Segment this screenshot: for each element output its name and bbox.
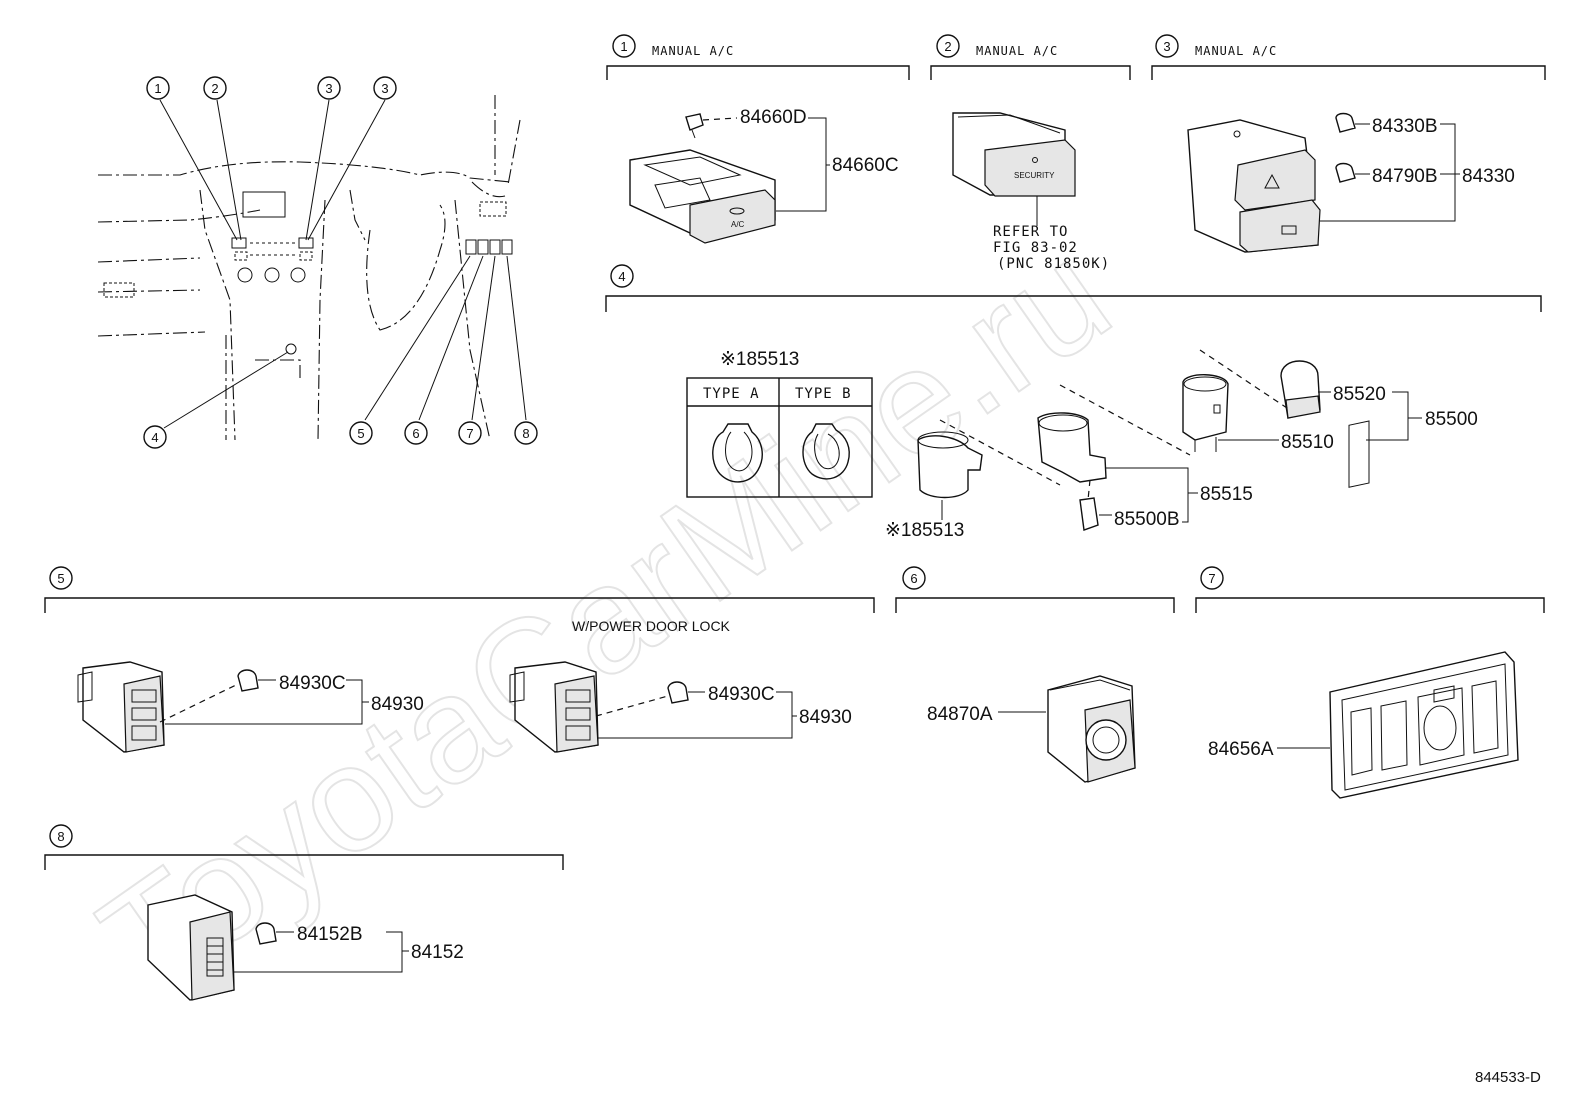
part-84790B: 84790B: [1372, 166, 1438, 187]
part-185513-top: ※185513: [720, 349, 799, 370]
section-4-number: 4: [618, 269, 625, 284]
section-2-title: MANUAL A/C: [976, 44, 1058, 58]
type-b-label: TYPE B: [795, 386, 852, 402]
section-7-number: 7: [1208, 571, 1215, 586]
part-85515: 85515: [1200, 484, 1253, 505]
ref-line-1: REFER TO: [993, 224, 1068, 240]
svg-text:8: 8: [522, 426, 529, 441]
section-1-number: 1: [620, 39, 627, 54]
callout-1: 1: [146, 76, 170, 100]
diagram-code: 844533-D: [1475, 1069, 1541, 1086]
part-84930-right: 84930: [799, 707, 852, 728]
svg-text:SECURITY: SECURITY: [1014, 171, 1055, 180]
part-185513-bottom: ※185513: [885, 520, 964, 541]
callout-3a: 3: [317, 76, 341, 100]
part-84660C: 84660C: [832, 155, 899, 176]
svg-text:4: 4: [151, 430, 158, 445]
part-85510: 85510: [1281, 432, 1334, 453]
section-4: 4 ※185513 TYPE A TYPE B ※185513 85500B: [605, 264, 1542, 541]
part-84930C-left: 84930C: [279, 673, 346, 694]
part-84930-left: 84930: [371, 694, 424, 715]
section-2: 2 MANUAL A/C SECURITY REFER TO FIG 83-02…: [930, 34, 1131, 272]
part-84660D: 84660D: [740, 107, 807, 128]
section-8-number: 8: [57, 829, 64, 844]
section-3: 3 MANUAL A/C 84330B 84790B 84330: [1151, 34, 1546, 253]
section-6: 6 84870A: [895, 566, 1175, 783]
svg-text:A/C: A/C: [731, 220, 745, 229]
section-5: 5 W/POWER DOOR LOCK 84930C 84930 84930C …: [44, 566, 875, 753]
callout-7: 7: [458, 421, 482, 445]
callout-8: 8: [514, 421, 538, 445]
section-5-number: 5: [57, 571, 64, 586]
part-84330B: 84330B: [1372, 116, 1438, 137]
part-84152: 84152: [411, 942, 464, 963]
part-84152B: 84152B: [297, 924, 363, 945]
type-a-label: TYPE A: [703, 386, 760, 402]
svg-text:3: 3: [381, 81, 388, 96]
section-6-number: 6: [910, 571, 917, 586]
dashboard-overview: 1 2 3 3 4 5 6 7 8: [97, 76, 538, 449]
part-84656A: 84656A: [1208, 739, 1274, 760]
svg-text:7: 7: [466, 426, 473, 441]
svg-text:5: 5: [357, 426, 364, 441]
ref-line-3: (PNC 81850K): [997, 256, 1110, 272]
section-2-number: 2: [944, 39, 951, 54]
callout-3b: 3: [373, 76, 397, 100]
part-85500B: 85500B: [1114, 509, 1180, 530]
callout-2: 2: [203, 76, 227, 100]
part-84870A: 84870A: [927, 704, 993, 725]
svg-text:2: 2: [211, 81, 218, 96]
part-85500: 85500: [1425, 409, 1478, 430]
svg-text:1: 1: [154, 81, 161, 96]
power-door-lock-note: W/POWER DOOR LOCK: [572, 618, 731, 634]
section-8: 8 84152B 84152: [44, 824, 564, 1001]
part-85520: 85520: [1333, 384, 1386, 405]
svg-text:6: 6: [412, 426, 419, 441]
callout-6: 6: [404, 421, 428, 445]
callout-4: 4: [143, 425, 167, 449]
section-3-number: 3: [1163, 39, 1170, 54]
section-3-title: MANUAL A/C: [1195, 44, 1277, 58]
ref-line-2: FIG 83-02: [993, 240, 1078, 256]
section-1-title: MANUAL A/C: [652, 44, 734, 58]
section-1: 1 MANUAL A/C A/C 84660D 84660C: [606, 34, 910, 244]
part-84330: 84330: [1462, 166, 1515, 187]
callout-5: 5: [349, 421, 373, 445]
section-7: 7 84656A: [1195, 420, 1545, 799]
svg-text:3: 3: [325, 81, 332, 96]
part-84930C-right: 84930C: [708, 684, 775, 705]
